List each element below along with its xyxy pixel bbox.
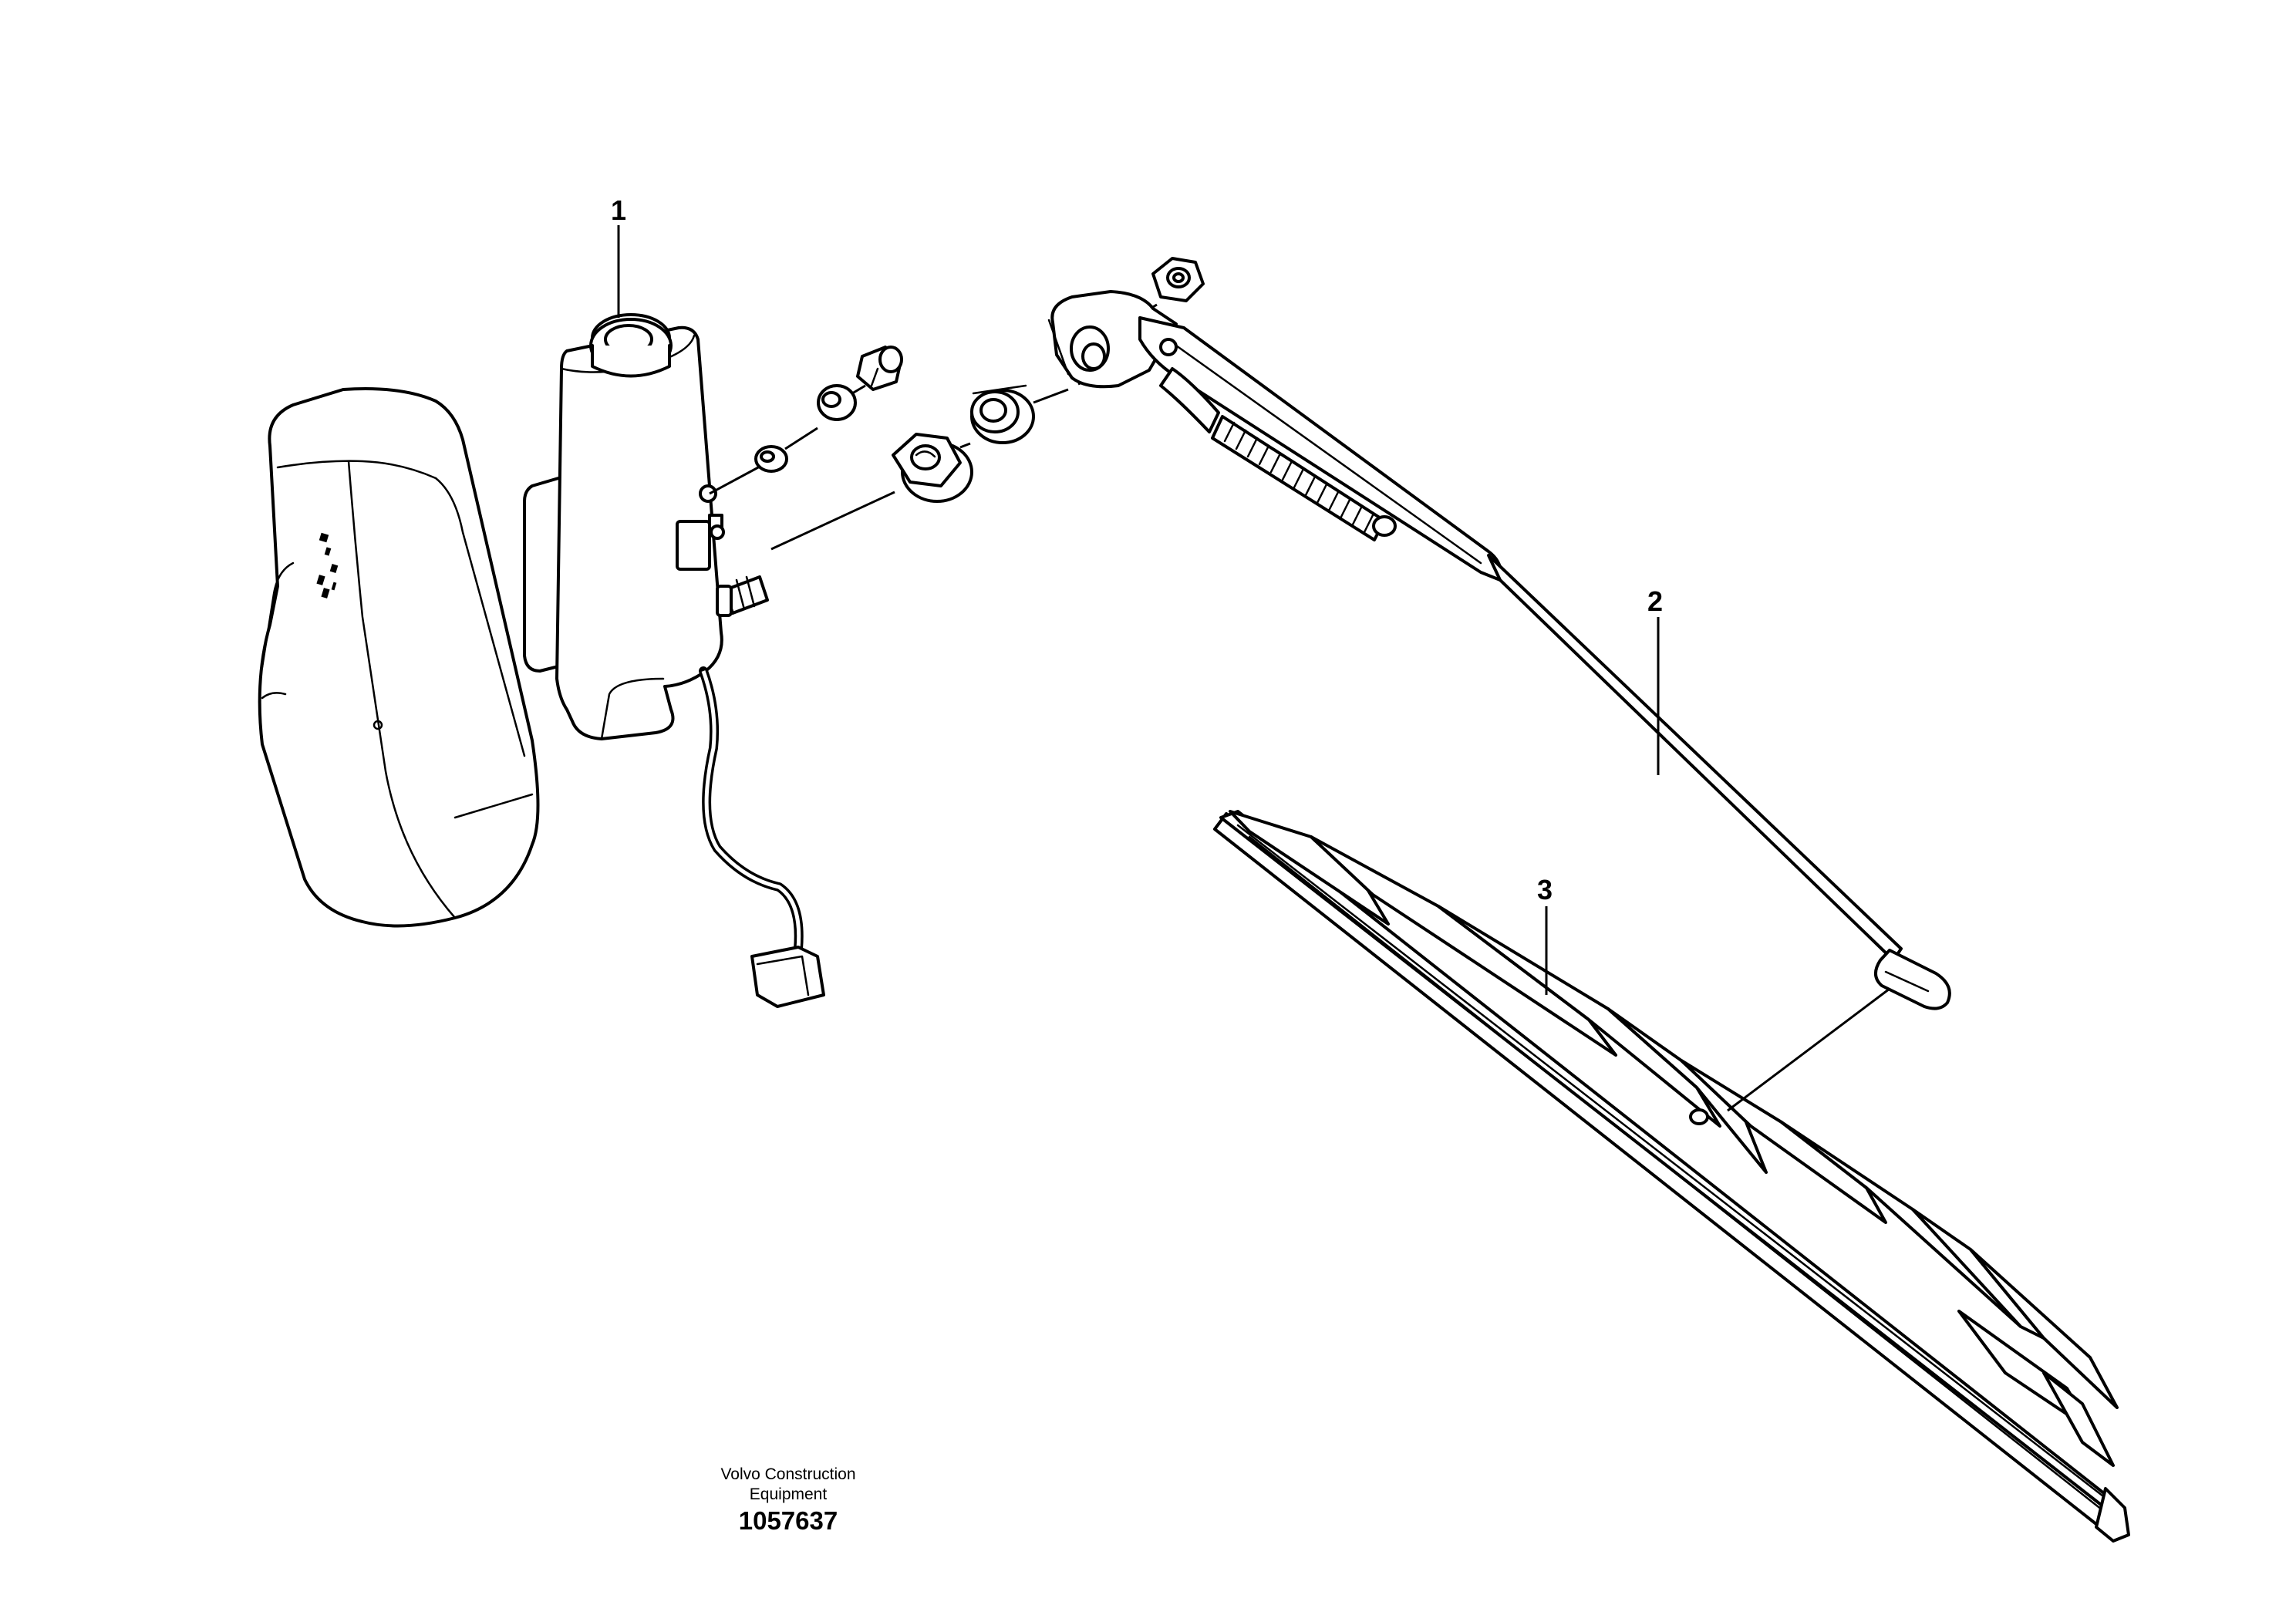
callout-2-label: 2 (1647, 585, 1663, 617)
wiper-blade (1213, 810, 2130, 1543)
callout-1-label: 1 (611, 194, 626, 226)
assembly-axis-line (770, 376, 1093, 551)
footer-drawing-number: 1057637 (739, 1506, 838, 1535)
bushing (970, 384, 1035, 444)
footer-company-line2: Equipment (750, 1485, 828, 1503)
cap-nut-small (856, 346, 903, 391)
motor-cover (258, 387, 540, 928)
flange-nut (892, 433, 973, 503)
blade-arm-connector-line (1727, 987, 1890, 1112)
arm-nut (1151, 257, 1205, 302)
callout-3-label: 3 (1537, 874, 1553, 905)
hardware-set (709, 257, 1205, 551)
wiper-motor (523, 313, 825, 1008)
assembly-axis-line-upper (709, 384, 866, 495)
washer-rubber (817, 384, 857, 421)
footer-company-line1: Volvo Construction (720, 1465, 855, 1483)
callout-leaders (617, 225, 1890, 1112)
washer-small (754, 445, 788, 473)
wiper-arm (1047, 290, 1951, 1010)
